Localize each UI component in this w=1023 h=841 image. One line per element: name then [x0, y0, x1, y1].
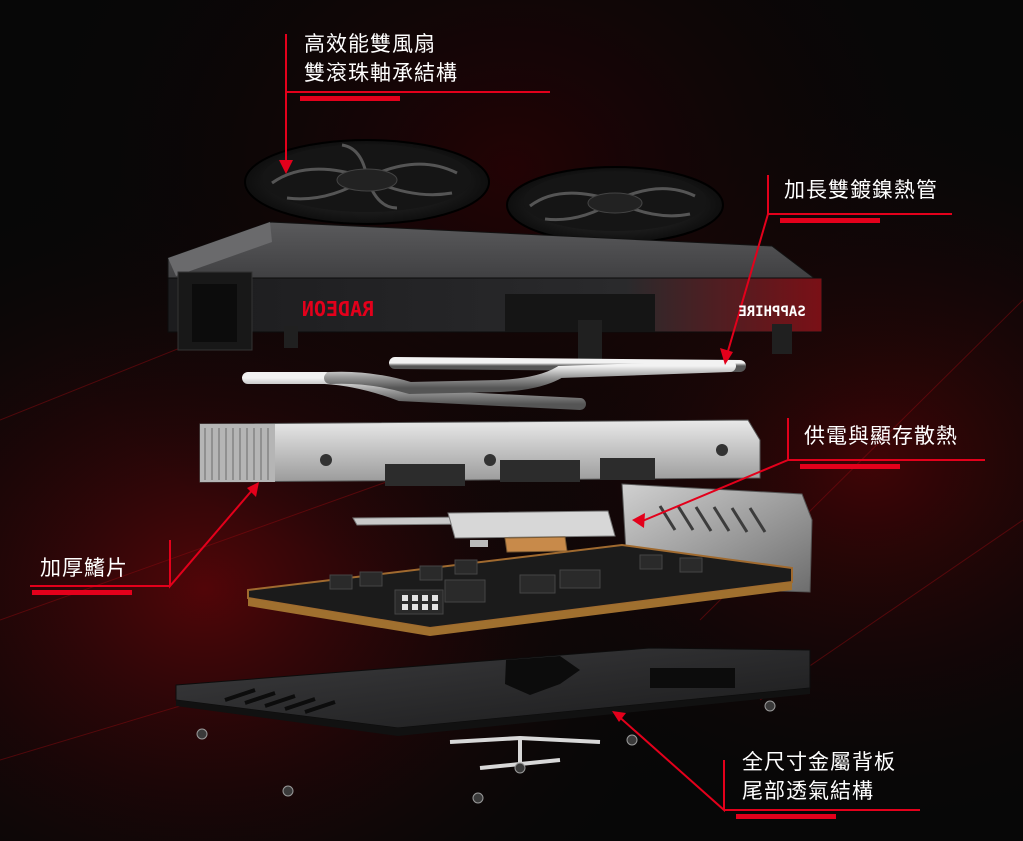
sapphire-logo: SAPPHIRE: [738, 304, 805, 320]
x-bracket: [449, 735, 601, 770]
radeon-logo: RADEON: [302, 297, 374, 321]
heat-pipes: [242, 357, 746, 410]
callout-backplate-line-2: 尾部透氣結構: [742, 779, 874, 803]
backplate: [175, 647, 811, 736]
callout-vrm-cooling-line-1: 供電與顯存散熱: [804, 424, 958, 448]
callout-fins: 加厚鰭片: [40, 554, 128, 583]
pcb-board: [247, 543, 793, 636]
callout-fans: 高效能雙風扇 雙滾珠軸承結構: [304, 30, 458, 88]
callout-heatpipe-line-1: 加長雙鍍鎳熱管: [784, 178, 938, 202]
memory-vrm-plates: [352, 510, 616, 553]
callout-backplate: 全尺寸金屬背板 尾部透氣結構: [742, 748, 896, 806]
cooler-shroud: [167, 221, 823, 360]
callout-heatpipe: 加長雙鍍鎳熱管: [784, 176, 938, 205]
callout-fans-line-1: 高效能雙風扇: [304, 32, 436, 56]
fan-left: [244, 139, 490, 225]
fan-right: [506, 166, 724, 244]
callout-fins-line-1: 加厚鰭片: [40, 556, 128, 580]
callout-backplate-line-1: 全尺寸金屬背板: [742, 750, 896, 774]
callout-vrm-cooling: 供電與顯存散熱: [804, 422, 958, 451]
screws: [196, 700, 776, 804]
callout-stripes: [32, 96, 900, 819]
callout-lines: [30, 34, 985, 813]
fin-stack: [199, 419, 761, 486]
callout-fans-line-2: 雙滾珠軸承結構: [304, 61, 458, 85]
